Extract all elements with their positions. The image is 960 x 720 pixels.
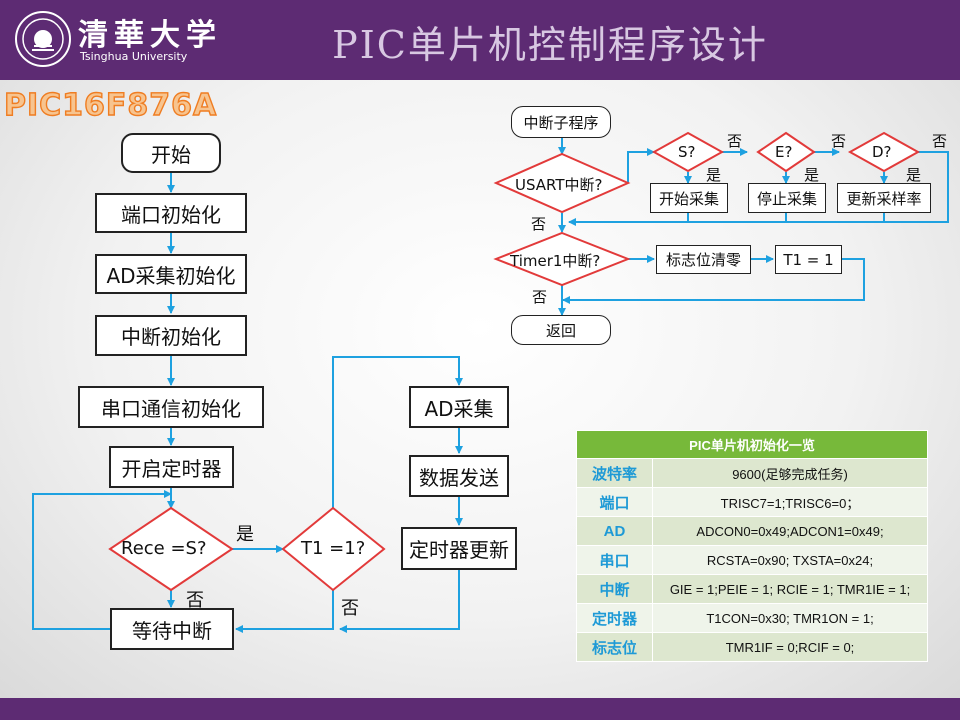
table-key: 端口 <box>576 487 653 517</box>
footer-bar <box>0 698 960 720</box>
start-node: 开始 <box>121 133 221 173</box>
table-row: 串口 RCSTA=0x90; TXSTA=0x24; <box>576 545 928 575</box>
table-value: RCSTA=0x90; TXSTA=0x24; <box>652 545 928 575</box>
d-decision-label: D? <box>872 143 892 161</box>
e-no-label: 否 <box>831 132 847 150</box>
table-value: GIE = 1;PEIE = 1; RCIE = 1; TMR1IE = 1; <box>652 574 928 604</box>
return-node: 返回 <box>511 315 611 345</box>
timer-start-box: 开启定时器 <box>109 446 234 488</box>
timer1-no-label: 否 <box>532 288 548 306</box>
table-row: 标志位 TMR1IF = 0;RCIF = 0; <box>576 632 928 662</box>
chip-model-title: PIC16F876A <box>3 87 218 123</box>
rece-no-label: 否 <box>186 590 204 611</box>
clear-flag-box: 标志位清零 <box>656 245 751 274</box>
decision-d-diamond <box>847 131 921 173</box>
start-sample-box: 开始采集 <box>650 183 728 213</box>
interrupt-init-box: 中断初始化 <box>95 315 247 356</box>
decision-usart-diamond <box>493 152 631 214</box>
arrow-d-no-merge <box>568 151 949 226</box>
wait-interrupt-box: 等待中断 <box>110 608 234 650</box>
table-key: 定时器 <box>576 603 653 633</box>
isr-title-node: 中断子程序 <box>511 106 611 138</box>
table-row: AD ADCON0=0x49;ADCON1=0x49; <box>576 516 928 546</box>
table-key: 中断 <box>576 574 653 604</box>
decision-t1-diamond <box>281 506 386 592</box>
d-no-label: 否 <box>932 132 948 150</box>
arrow-t1-merge <box>562 258 865 304</box>
usart-decision-label: USART中断? <box>515 176 603 194</box>
decision-rece-label: Rece =S? <box>121 538 207 559</box>
decision-timer1-diamond <box>493 231 631 287</box>
arrow-wait-loop <box>32 490 172 630</box>
rece-yes-label: 是 <box>236 524 254 545</box>
table-row: 中断 GIE = 1;PEIE = 1; RCIE = 1; TMR1IE = … <box>576 574 928 604</box>
data-send-box: 数据发送 <box>409 455 509 497</box>
table-value: ADCON0=0x49;ADCON1=0x49; <box>652 516 928 546</box>
table-key: 波特率 <box>576 458 653 488</box>
table-row: 波特率 9600(足够完成任务) <box>576 458 928 488</box>
logo-chinese-name: 清華大学 <box>78 18 222 53</box>
timer1-decision-label: Timer1中断? <box>510 252 601 270</box>
arrow-timerupdate-wait <box>339 570 460 633</box>
table-key: AD <box>576 516 653 546</box>
table-value: TRISC7=1;TRISC6=0； <box>652 487 928 517</box>
timer-update-box: 定时器更新 <box>401 527 517 570</box>
t1-set-box: T1 = 1 <box>775 245 842 274</box>
table-key: 串口 <box>576 545 653 575</box>
s-decision-label: S? <box>678 143 696 161</box>
stop-sample-box: 停止采集 <box>748 183 826 213</box>
table-value: 9600(足够完成任务) <box>652 458 928 488</box>
decision-e-diamond <box>756 131 816 173</box>
s-yes-label: 是 <box>706 166 722 184</box>
serial-init-box: 串口通信初始化 <box>78 386 264 428</box>
usart-no-label: 否 <box>531 215 547 233</box>
arrow-t1-no-wait <box>235 590 334 633</box>
header-bar: 清華大学 Tsinghua University PIC单片机控制程序设计 <box>0 0 960 80</box>
e-yes-label: 是 <box>804 166 820 184</box>
update-rate-box: 更新采样率 <box>837 183 931 213</box>
s-no-label: 否 <box>727 132 743 150</box>
port-init-box: 端口初始化 <box>95 193 247 233</box>
init-summary-table: PIC单片机初始化一览 波特率 9600(足够完成任务) 端口 TRISC7=1… <box>576 430 928 662</box>
university-seal-logo <box>15 11 71 67</box>
decision-s-diamond <box>651 131 725 173</box>
d-yes-label: 是 <box>906 166 922 184</box>
decision-t1-label: T1 =1? <box>301 538 366 559</box>
ad-init-box: AD采集初始化 <box>95 254 247 294</box>
table-row: 端口 TRISC7=1;TRISC6=0； <box>576 487 928 517</box>
table-value: TMR1IF = 0;RCIF = 0; <box>652 632 928 662</box>
ad-sample-box: AD采集 <box>409 386 509 428</box>
arrow-usart-s <box>627 148 655 183</box>
decision-rece-diamond <box>108 506 234 592</box>
table-value: T1CON=0x30; TMR1ON = 1; <box>652 603 928 633</box>
table-key: 标志位 <box>576 632 653 662</box>
logo-english-name: Tsinghua University <box>80 50 188 63</box>
table-title: PIC单片机初始化一览 <box>576 430 928 459</box>
arrow-t1-yes-ad <box>332 356 463 508</box>
t1-no-label: 否 <box>341 598 359 619</box>
table-row: 定时器 T1CON=0x30; TMR1ON = 1; <box>576 603 928 633</box>
e-decision-label: E? <box>775 143 793 161</box>
page-title: PIC单片机控制程序设计 <box>332 23 768 67</box>
